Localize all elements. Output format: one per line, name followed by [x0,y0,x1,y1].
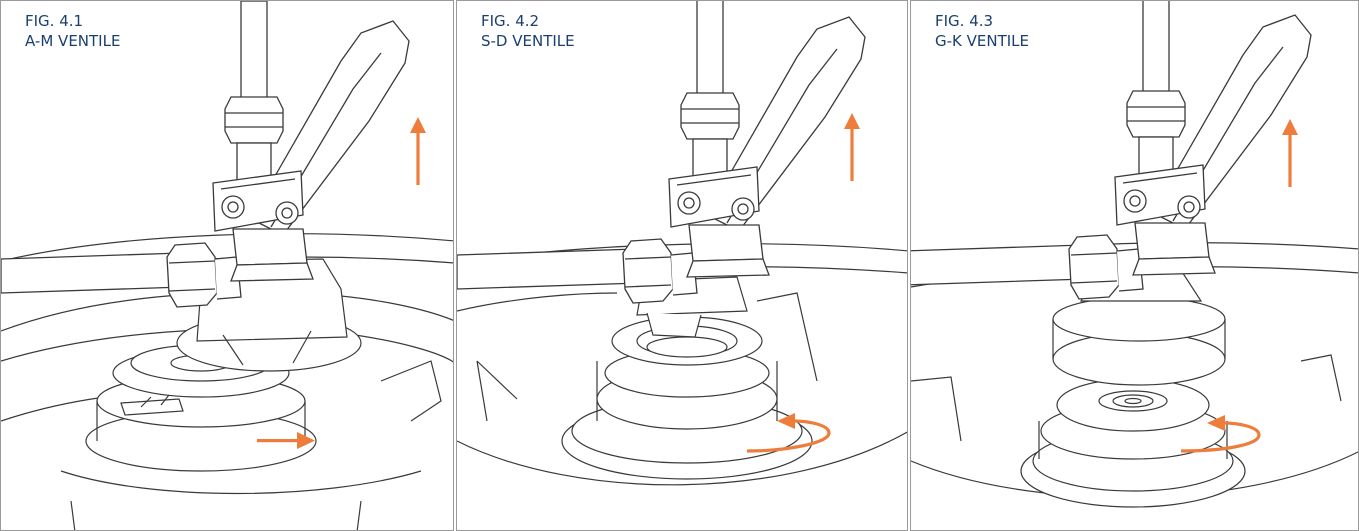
figure-number: FIG. 4.3 [935,12,994,30]
figure-title: G-K VENTILE [935,32,1030,50]
arrow-right-icon [257,432,315,449]
figure-panel-g-k: FIG. 4.3 G-K VENTILE [910,0,1359,531]
figure-caption: FIG. 4.2 S-D VENTILE [481,11,575,51]
arrow-up-icon [1282,119,1298,187]
figure-number: FIG. 4.1 [25,12,84,30]
figure-caption: FIG. 4.1 A-M VENTILE [25,11,120,51]
rotate-ccw-icon [746,413,831,453]
figure-caption: FIG. 4.3 G-K VENTILE [935,11,1029,51]
figure-panel-s-d: FIG. 4.2 S-D VENTILE [456,0,908,531]
figure-title: A-M VENTILE [25,32,121,50]
keg-coupler-illustration [911,1,1358,508]
figure-number: FIG. 4.2 [481,12,540,30]
keg-coupler-illustration [457,1,907,486]
figure-title: S-D VENTILE [481,32,575,50]
figure-panel-a-m: FIG. 4.1 A-M VENTILE [0,0,454,531]
arrow-up-icon [410,117,426,185]
arrow-up-icon [844,113,860,181]
rotate-ccw-icon [1180,415,1261,453]
keg-coupler-illustration [1,1,453,530]
